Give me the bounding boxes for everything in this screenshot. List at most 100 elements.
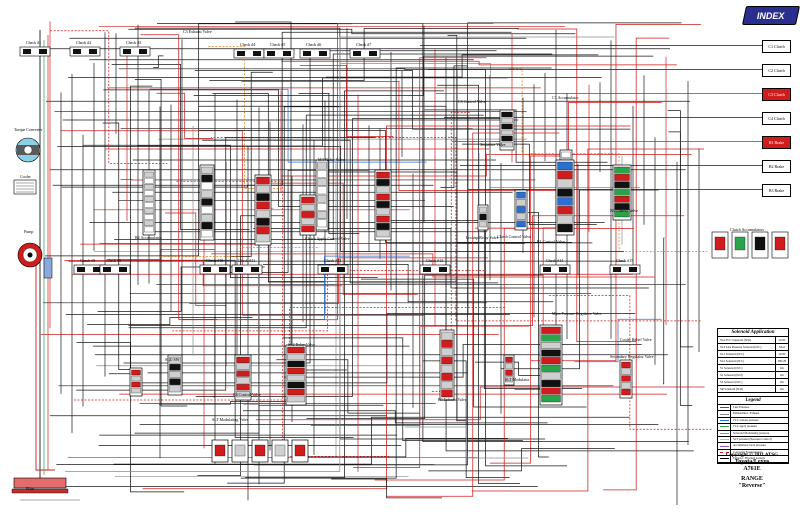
solenoid-row: SL4 TCC Solenoid (N/O)LOW xyxy=(718,337,788,344)
slt-label: SLT Modulating Valve xyxy=(212,417,249,422)
clutch-accumulators-label: Clutch Accumulators xyxy=(730,227,764,232)
range-label: RANGE xyxy=(741,476,763,482)
legend-swatch xyxy=(718,405,731,411)
legend-name: TCC apply pressure xyxy=(733,424,757,429)
passage xyxy=(253,228,649,289)
valve-body xyxy=(167,354,183,396)
valve-body xyxy=(299,194,317,236)
passage xyxy=(202,139,499,284)
solenoid-name: SL2 Solenoid (N/C) xyxy=(720,359,745,363)
valve-body xyxy=(539,324,563,406)
passage xyxy=(160,247,320,257)
checkball-label: Check #10 xyxy=(206,258,224,263)
sequence-label: Sequence Valve xyxy=(480,142,506,147)
trans-text: A761E xyxy=(743,466,761,472)
slu-sw-label: SLU SW xyxy=(165,357,180,362)
solenoid-row: S2 Solenoid (N/O)On xyxy=(718,372,788,379)
checkball-label: Check #5 xyxy=(270,42,286,47)
checkball xyxy=(263,48,295,59)
valve-body xyxy=(439,329,455,401)
passage xyxy=(574,318,662,363)
primary-regulator-label: Main Pressure Regulator Valve xyxy=(552,311,602,316)
checkball-label: Check #6 xyxy=(306,42,322,47)
checkball xyxy=(199,264,231,275)
legend-name: Exhaust / Blocked passage xyxy=(733,456,766,461)
passage xyxy=(303,438,508,458)
passage xyxy=(189,257,488,304)
cooler-icon xyxy=(13,179,37,195)
legend-swatch xyxy=(718,417,731,424)
checkball-label: Check #15 xyxy=(616,258,634,263)
manual-valve-icon xyxy=(43,257,53,279)
passage xyxy=(165,212,227,307)
passage xyxy=(517,28,637,342)
valve-body xyxy=(142,169,156,236)
legend-row: Exhaust/Rev. Exhaust xyxy=(718,411,788,418)
solenoid-state: Mod xyxy=(775,344,788,350)
passage xyxy=(437,84,520,484)
valve-body xyxy=(514,189,528,231)
passage xyxy=(447,35,467,422)
torque-converter-icon xyxy=(15,137,41,163)
checkball-label: Check #1 xyxy=(26,40,42,45)
passage xyxy=(235,21,347,371)
passage xyxy=(149,88,427,163)
solenoid-row: S1 Solenoid (N/C)On xyxy=(718,365,788,372)
passage xyxy=(111,63,250,230)
accumulator xyxy=(291,439,309,463)
secondary-regulator-label: Secondary Regulator Valve xyxy=(610,354,654,359)
solenoid-row: S3 Solenoid (N/C)On xyxy=(718,379,788,386)
passage xyxy=(603,37,670,491)
checkball xyxy=(119,46,151,57)
solenoid-table-title: Solenoid Application xyxy=(718,329,788,337)
checkball xyxy=(609,264,641,275)
passage xyxy=(242,410,548,424)
legend-row: Solenoid Modulating pressure xyxy=(718,430,788,437)
accumulator xyxy=(771,231,789,259)
passage xyxy=(103,89,454,207)
passage xyxy=(404,426,529,459)
legend-row: Accumulator back pressure xyxy=(718,443,788,450)
checkball-label: Check #9 xyxy=(106,258,122,263)
checkball xyxy=(299,48,331,59)
ma-relay-label: MA Relay Valve xyxy=(318,157,345,162)
clutch-box: C2 Clutch xyxy=(762,64,791,77)
c3-exhaust-label: C3 Exhaust Valve xyxy=(183,29,212,34)
index-label: INDEX xyxy=(757,10,785,21)
passage xyxy=(102,122,135,370)
passage xyxy=(245,90,445,478)
solenoid-name: SR Solenoid (N/O) xyxy=(720,387,744,391)
lockup-relay-label: Lockup Relay Valve xyxy=(466,235,499,240)
solenoid-and-legend-panel: Solenoid Application SL4 TCC Solenoid (N… xyxy=(717,328,789,464)
solenoid-row: SL2 Solenoid (N/C)HIGH xyxy=(718,358,788,365)
valve-body xyxy=(254,174,272,246)
passage xyxy=(282,337,523,441)
cooler-relief-label: Cooler Relief Valve xyxy=(620,337,652,342)
filter-label: Filter xyxy=(26,486,35,491)
solenoid-name: SL1 Solenoid (N/C) xyxy=(720,352,745,356)
clutch-apply-label: Clutch Apply Control Valve xyxy=(305,236,350,241)
passage xyxy=(213,316,217,398)
solenoid-state: LOW xyxy=(775,337,788,343)
passage xyxy=(240,67,552,479)
passage xyxy=(65,36,615,472)
valve-body xyxy=(499,109,515,151)
passage xyxy=(137,77,508,147)
sl-relay-label: SL2 Relay Valve xyxy=(288,342,316,347)
passage xyxy=(489,155,572,464)
passage xyxy=(156,92,213,139)
b3-control-label: B3 Control Valve xyxy=(610,208,638,213)
legend-name: TCC release pressure xyxy=(733,417,759,422)
index-button[interactable]: INDEX xyxy=(741,6,800,25)
legend-row: TCC release pressure xyxy=(718,417,788,425)
checkball xyxy=(19,46,51,57)
accumulator xyxy=(731,231,749,259)
legend-row: TCC apply pressure xyxy=(718,424,788,431)
copyright-text: Copyright © 2011 ATSG xyxy=(725,453,779,458)
filter-icon xyxy=(11,477,69,494)
passage xyxy=(281,60,677,66)
passage xyxy=(667,110,694,348)
solenoid-name: S1 Solenoid (N/C) xyxy=(720,366,743,370)
passage xyxy=(113,416,630,465)
accumulator xyxy=(711,231,729,259)
